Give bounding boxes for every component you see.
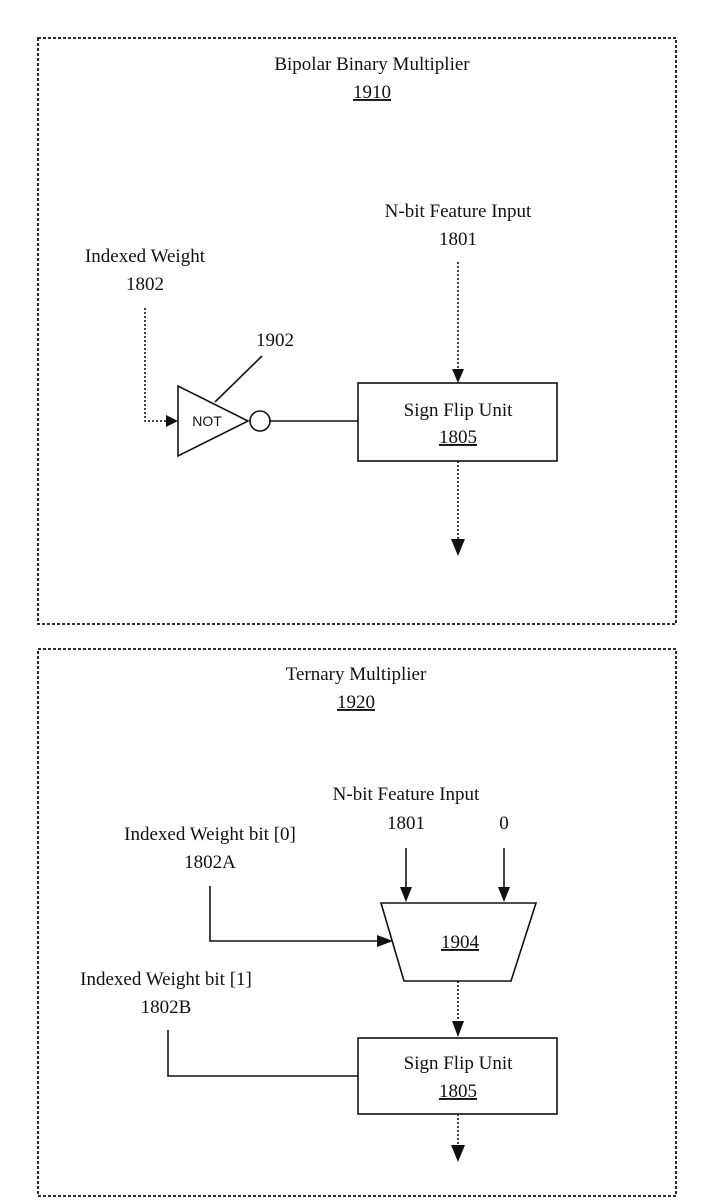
bipolar-feature-input-label: N-bit Feature Input xyxy=(385,201,532,222)
ternary-sign-flip-unit xyxy=(358,1038,557,1114)
bipolar-ref: 1910 xyxy=(353,82,391,103)
ternary-ref: 1920 xyxy=(337,692,375,713)
ternary-weight-bit0-wire xyxy=(210,886,378,941)
ternary-weight-bit1-wire xyxy=(168,1030,358,1076)
bipolar-panel-frame xyxy=(38,38,676,624)
ternary-weight-bit0-label: Indexed Weight bit [0] xyxy=(124,824,296,845)
mux-to-sign-flip-arrowhead xyxy=(452,1021,464,1037)
bipolar-sign-flip-label: Sign Flip Unit xyxy=(404,400,513,421)
not-gate-ref: 1902 xyxy=(256,330,294,351)
bipolar-weight-ref: 1802 xyxy=(126,274,164,295)
bipolar-weight-wire xyxy=(145,308,168,421)
not-gate-label: NOT xyxy=(192,413,222,429)
ternary-zero-input-arrowhead xyxy=(498,887,510,902)
ternary-weight-bit0-ref: 1802A xyxy=(184,852,236,873)
mux-1904-ref: 1904 xyxy=(441,932,480,953)
ternary-feature-input-label: N-bit Feature Input xyxy=(333,784,480,805)
ternary-multiplier-panel: Ternary Multiplier 1920 N-bit Feature In… xyxy=(38,649,676,1196)
ternary-output-arrowhead xyxy=(451,1145,465,1162)
ternary-feature-input-arrowhead xyxy=(400,887,412,902)
bipolar-weight-arrowhead xyxy=(166,415,178,427)
ternary-title: Ternary Multiplier xyxy=(286,664,427,685)
bipolar-sign-flip-ref: 1805 xyxy=(439,427,477,448)
bipolar-title: Bipolar Binary Multiplier xyxy=(274,54,470,75)
ternary-weight-bit1-label: Indexed Weight bit [1] xyxy=(80,969,252,990)
not-gate-bubble xyxy=(250,411,270,431)
ternary-zero-input-label: 0 xyxy=(499,813,509,834)
ternary-sign-flip-label: Sign Flip Unit xyxy=(404,1053,513,1074)
bipolar-sign-flip-unit xyxy=(358,383,557,461)
not-gate-leader-line xyxy=(215,356,262,402)
ternary-panel-frame xyxy=(38,649,676,1196)
bipolar-feature-input-ref: 1801 xyxy=(439,229,477,250)
bipolar-multiplier-panel: Bipolar Binary Multiplier 1910 N-bit Fea… xyxy=(38,38,676,624)
bipolar-feature-input-arrowhead xyxy=(452,369,464,383)
ternary-sign-flip-ref: 1805 xyxy=(439,1081,477,1102)
bipolar-weight-label: Indexed Weight xyxy=(85,246,206,267)
bipolar-output-arrowhead xyxy=(451,539,465,556)
ternary-feature-input-ref: 1801 xyxy=(387,813,425,834)
ternary-weight-bit1-ref: 1802B xyxy=(141,997,192,1018)
